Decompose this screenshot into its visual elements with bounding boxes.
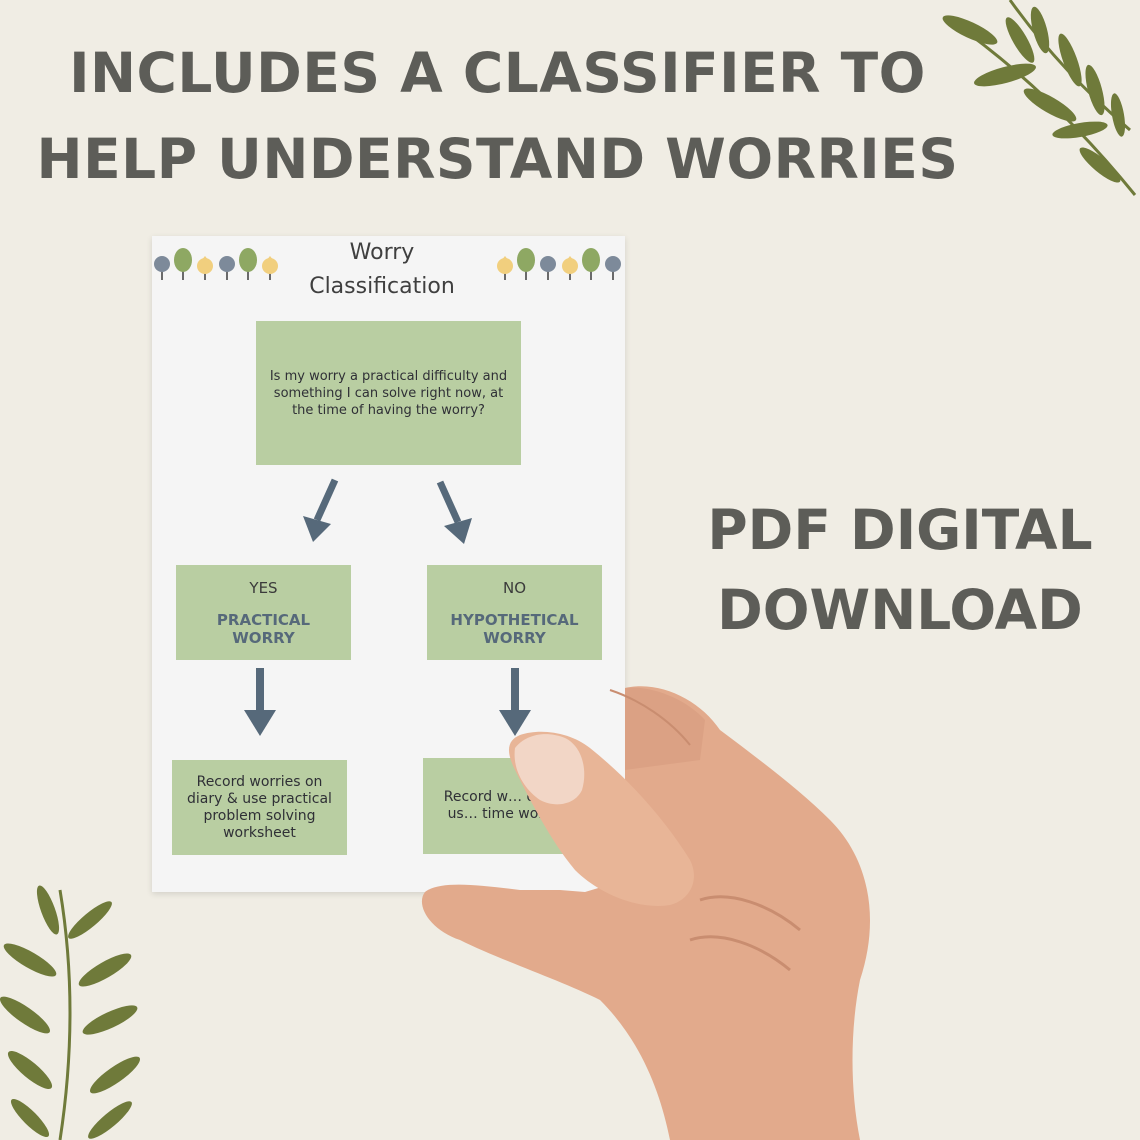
format-label: PDF DIGITAL DOWNLOAD (690, 490, 1110, 650)
yes-practical-box: YES PRACTICAL WORRY (176, 565, 351, 660)
card-title-line-1: Worry (349, 240, 415, 265)
arrow-down-left (244, 668, 276, 736)
hypothetical-worry-label: HYPOTHETICAL WORRY (450, 611, 578, 647)
card-title: Worry Classification (282, 236, 482, 304)
headline-line-2: HELP UNDERSTAND WORRIES (36, 127, 959, 191)
format-label-line-1: PDF DIGITAL (707, 498, 1093, 562)
no-hypothetical-box: NO HYPOTHETICAL WORRY (427, 565, 602, 660)
trees-decoration-right (497, 248, 621, 280)
headline-line-1: INCLUDES A CLASSIFIER TO (69, 41, 926, 105)
leaf-branch-top-right (942, 0, 1137, 196)
arrow-down-right (499, 668, 531, 736)
no-label: NO (502, 578, 527, 597)
arrow-to-no (436, 480, 472, 544)
yes-label: YES (249, 578, 278, 597)
practical-worry-line-2: WORRY (232, 628, 295, 647)
practical-worry-line-1: PRACTICAL (216, 610, 311, 629)
format-label-line-2: DOWNLOAD (717, 578, 1083, 642)
practical-worry-label: PRACTICAL WORRY (217, 611, 310, 647)
hypothetical-worry-line-1: HYPOTHETICAL (450, 610, 579, 629)
practical-action-box: Record worries on diary & use practical … (172, 760, 347, 855)
hypothetical-worry-line-2: WORRY (483, 628, 546, 647)
question-text: Is my worry a practical difficulty and s… (269, 368, 508, 418)
practical-action-text: Record worries on diary & use practical … (187, 773, 332, 841)
question-box: Is my worry a practical difficulty and s… (256, 321, 521, 465)
headline: INCLUDES A CLASSIFIER TO HELP UNDERSTAND… (0, 30, 995, 202)
trees-decoration-left (154, 248, 278, 280)
leaf-branch-bottom-left (0, 885, 140, 1140)
card-title-line-2: Classification (309, 274, 455, 299)
arrow-to-yes (303, 478, 339, 542)
